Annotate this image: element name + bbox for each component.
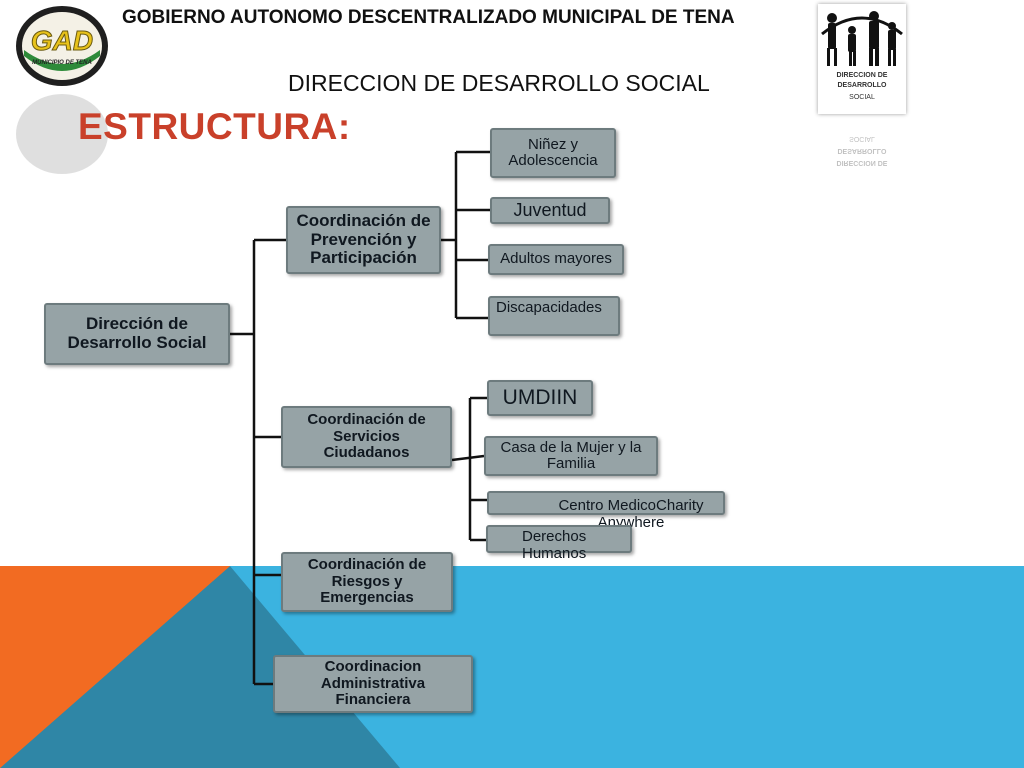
- org-unit-label: Juventud: [513, 199, 587, 220]
- org-coordination-administrativa: Coordinacion Administrativa Financiera: [273, 655, 473, 713]
- org-unit-casa-mujer: Casa de la Mujer y la Familia: [484, 436, 658, 476]
- family-silhouette-icon: [821, 11, 903, 66]
- org-unit-label: Casa de la Mujer y la Familia: [500, 438, 642, 472]
- org-coordination-label: Coordinación de Riesgos y Emergencias: [307, 556, 427, 607]
- org-unit-ninez: Niñez y Adolescencia: [490, 128, 616, 178]
- org-unit-label: Discapacidades: [496, 299, 602, 316]
- section-heading: ESTRUCTURA:: [78, 106, 351, 147]
- org-unit-juventud: Juventud: [490, 197, 610, 224]
- org-coordination-riesgos: Coordinación de Riesgos y Emergencias: [281, 552, 453, 612]
- org-coordination-label: Coordinacion Administrativa Financiera: [320, 658, 426, 709]
- org-unit-label: UMDIIN: [502, 386, 578, 410]
- org-coordination-label: Coordinación de Prevención y Participaci…: [296, 210, 431, 268]
- gad-tena-logo-reflection: [16, 94, 108, 174]
- page-title: GOBIERNO AUTONOMO DESCENTRALIZADO MUNICI…: [122, 7, 735, 28]
- org-unit-derechos: Derechos Humanos: [486, 525, 632, 561]
- org-unit-label: Adultos mayores: [500, 250, 612, 268]
- logo-lettering: GAD: [31, 25, 93, 56]
- svg-text:MUNICIPIO DE TENA: MUNICIPIO DE TENA: [32, 60, 92, 66]
- org-coordination-servicios: Coordinación de Servicios Ciudadanos: [281, 406, 452, 468]
- org-unit-label: Derechos Humanos: [522, 528, 587, 562]
- org-root-direccion: Dirección de Desarrollo Social: [44, 303, 230, 365]
- gad-tena-logo: GAD MUNICIPIO DE TENA: [16, 6, 108, 86]
- logo-line-1: DIRECCION DE: [836, 72, 888, 79]
- page-subtitle: DIRECCION DE DESARROLLO SOCIAL: [288, 70, 710, 96]
- org-coordination-prevencion: Coordinación de Prevención y Participaci…: [286, 206, 441, 274]
- logo-line-3: SOCIAL: [849, 94, 875, 101]
- org-unit-adultos: Adultos mayores: [488, 244, 624, 275]
- org-root-label: Dirección de Desarrollo Social: [67, 314, 207, 352]
- desarrollo-social-logo: DIRECCION DE DESARROLLO SOCIAL: [818, 4, 906, 114]
- org-unit-label: Niñez y Adolescencia: [508, 135, 598, 169]
- org-unit-umdiin: UMDIIN: [487, 380, 593, 416]
- org-unit-centro-medico: Centro MedicoCharity Anywhere: [487, 491, 725, 530]
- org-coordination-label: Coordinación de Servicios Ciudadanos: [307, 411, 426, 462]
- org-unit-discapacidades: Discapacidades: [488, 296, 620, 336]
- logo-line-2: DESARROLLO: [837, 82, 887, 89]
